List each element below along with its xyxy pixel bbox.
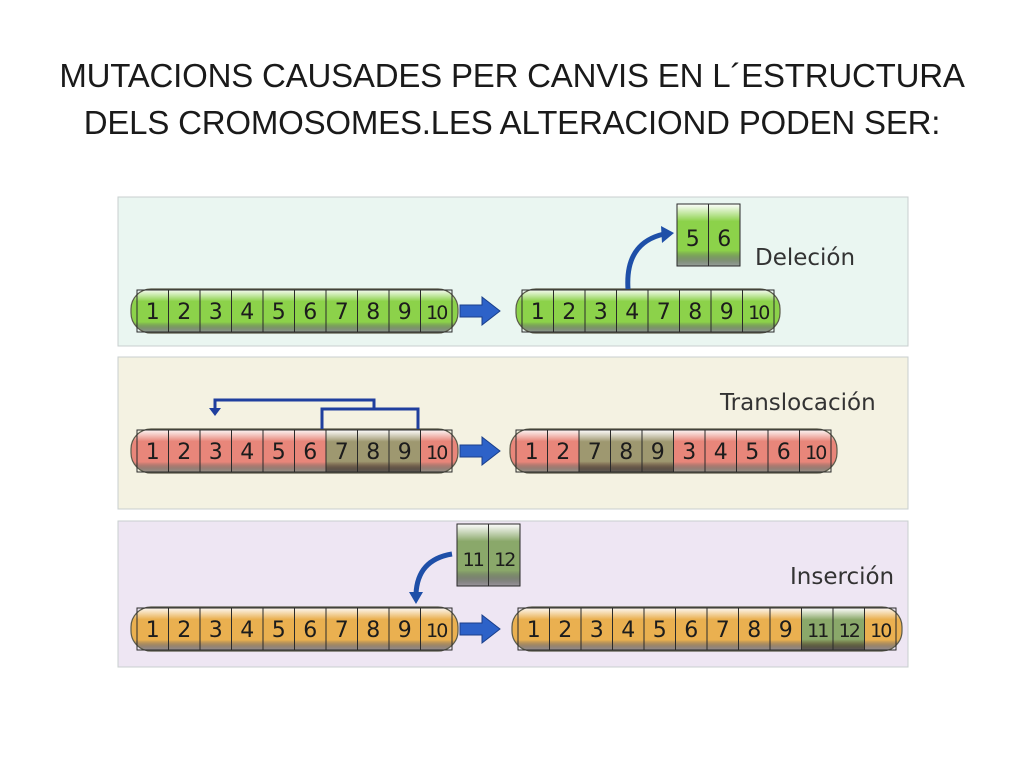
curved-arrow-head-icon xyxy=(661,226,674,243)
curved-arrow-head-icon xyxy=(409,592,423,604)
highlighted-segment xyxy=(389,430,421,472)
gene-label: 3 xyxy=(209,618,223,643)
gene-label: 6 xyxy=(684,618,698,643)
gene-label: 1 xyxy=(146,440,160,465)
gene-label: 9 xyxy=(720,300,734,325)
gene-label: 4 xyxy=(240,300,254,325)
transform-arrow-icon xyxy=(459,435,501,467)
gene-label: 2 xyxy=(556,440,570,465)
gene-label: 6 xyxy=(777,440,791,465)
gene-label: 6 xyxy=(303,618,317,643)
gene-label: 11 xyxy=(807,620,828,642)
inserted-fragment: 11 12 xyxy=(456,523,521,587)
gene-label: 10 xyxy=(426,620,447,642)
highlighted-segment xyxy=(357,430,389,472)
gene-label: 7 xyxy=(657,300,671,325)
gene-label: 5 xyxy=(686,227,700,252)
label-translocation: Translocación xyxy=(719,390,876,416)
curved-arrow-icon xyxy=(625,231,665,290)
gene-label: 2 xyxy=(177,440,191,465)
gene-label: 5 xyxy=(272,300,286,325)
title-line-2: DELS CROMOSOMES.LES ALTERACIOND PODEN SE… xyxy=(83,104,941,141)
transform-arrow-icon xyxy=(459,613,501,645)
gene-label: 2 xyxy=(562,300,576,325)
gene-label: 9 xyxy=(779,618,793,643)
highlighted-segment xyxy=(801,608,833,650)
gene-label: 8 xyxy=(366,440,380,465)
gene-label: 7 xyxy=(716,618,730,643)
highlighted-segment xyxy=(642,430,674,472)
gene-label: 8 xyxy=(366,618,380,643)
label-deletion: Deleción xyxy=(755,245,855,271)
gene-label: 3 xyxy=(682,440,696,465)
highlighted-segment xyxy=(326,430,358,472)
gene-label: 4 xyxy=(240,440,254,465)
gene-label: 5 xyxy=(653,618,667,643)
highlighted-segment xyxy=(833,608,865,650)
gene-label: 7 xyxy=(335,618,349,643)
gene-label: 3 xyxy=(594,300,608,325)
gene-label: 10 xyxy=(748,302,769,324)
gene-label: 8 xyxy=(747,618,761,643)
gene-label: 8 xyxy=(366,300,380,325)
gene-label: 5 xyxy=(745,440,759,465)
highlighted-segment xyxy=(610,430,642,472)
gene-label: 5 xyxy=(272,618,286,643)
gene-label: 8 xyxy=(619,440,633,465)
gene-label: 9 xyxy=(398,618,412,643)
gene-label: 11 xyxy=(463,549,484,571)
gene-label: 6 xyxy=(303,300,317,325)
gene-label: 9 xyxy=(398,440,412,465)
gene-label: 10 xyxy=(870,620,891,642)
gene-label: 12 xyxy=(494,549,515,571)
gene-label: 10 xyxy=(426,302,447,324)
gene-label: 1 xyxy=(527,618,541,643)
gene-label: 1 xyxy=(525,440,539,465)
gene-label: 1 xyxy=(146,618,160,643)
gene-label: 8 xyxy=(688,300,702,325)
gene-label: 7 xyxy=(588,440,602,465)
gene-label: 6 xyxy=(303,440,317,465)
gene-label: 4 xyxy=(625,300,639,325)
gene-label: 2 xyxy=(177,300,191,325)
gene-label: 5 xyxy=(272,440,286,465)
gene-label: 1 xyxy=(146,300,160,325)
gene-label: 3 xyxy=(209,300,223,325)
gene-label: 4 xyxy=(621,618,635,643)
translocation-bracket xyxy=(320,407,420,429)
gene-label: 9 xyxy=(398,300,412,325)
translocation-connector xyxy=(213,398,376,412)
gene-label: 10 xyxy=(805,442,826,464)
gene-label: 3 xyxy=(209,440,223,465)
slide-title: MUTACIONS CAUSADES PER CANVIS EN L´ESTRU… xyxy=(0,52,1024,146)
gene-label: 10 xyxy=(426,442,447,464)
gene-label: 6 xyxy=(717,227,731,252)
highlighted-segment xyxy=(579,430,611,472)
curved-arrow-icon xyxy=(413,551,453,595)
gene-label: 2 xyxy=(177,618,191,643)
label-insertion: Inserción xyxy=(790,564,894,590)
gene-label: 12 xyxy=(839,620,860,642)
title-line-1: MUTACIONS CAUSADES PER CANVIS EN L´ESTRU… xyxy=(59,57,965,94)
gene-label: 4 xyxy=(240,618,254,643)
gene-label: 3 xyxy=(590,618,604,643)
translocation-arrowhead-icon xyxy=(209,408,221,416)
transform-arrow-icon xyxy=(459,295,501,327)
gene-label: 4 xyxy=(714,440,728,465)
gene-label: 7 xyxy=(335,300,349,325)
gene-label: 2 xyxy=(558,618,572,643)
gene-label: 7 xyxy=(335,440,349,465)
gene-label: 1 xyxy=(531,300,545,325)
gene-label: 9 xyxy=(651,440,665,465)
